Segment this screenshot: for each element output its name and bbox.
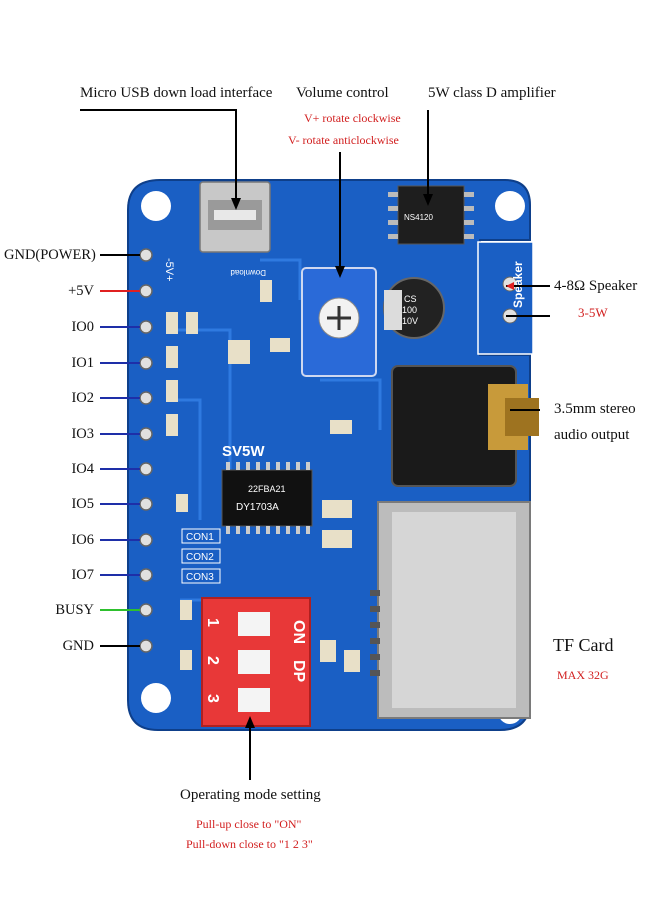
silk-download: Download: [230, 268, 266, 277]
silk-cap3: 10V: [402, 316, 418, 326]
silk-con1: CON1: [186, 532, 214, 543]
mode-note-2: Pull-down close to "1 2 3": [186, 837, 313, 851]
silk-con2: CON2: [186, 552, 214, 563]
usb-callout-label: Micro USB down load interface: [80, 85, 273, 101]
pin-label-io3: IO3: [71, 426, 94, 442]
mount-hole-bl: [141, 683, 171, 713]
silk-chip-code2: 22FBA21: [248, 484, 286, 494]
pin-label-io0: IO0: [71, 319, 94, 335]
dip-key-2: [238, 650, 270, 674]
callout-lines: [80, 109, 550, 780]
mount-hole-tr: [495, 191, 525, 221]
tf-card-max-label: MAX 32G: [557, 668, 609, 682]
silk-cap1: CS: [404, 294, 417, 304]
pin-label-io4: IO4: [71, 461, 94, 477]
callout-arrowheads: [231, 194, 433, 728]
pin-label-gnd-power: GND(POWER): [4, 247, 96, 263]
mode-note-1: Pull-up close to "ON": [196, 817, 302, 831]
amplifier-callout-label: 5W class D amplifier: [428, 85, 556, 101]
silk-dip-dp: DP: [290, 660, 307, 683]
speaker-terminal-area: [477, 241, 534, 355]
pin-wires: [100, 254, 140, 647]
silk-amp-code: NS4120: [404, 213, 433, 222]
mount-hole-tl: [141, 191, 171, 221]
tf-card-label: TF Card: [553, 635, 614, 655]
silk-cap2: 100: [402, 305, 417, 315]
mode-callout-label: Operating mode setting: [180, 787, 321, 803]
audio-callout-line2: audio output: [554, 427, 630, 443]
silk-dip-3: 3: [204, 694, 221, 703]
volume-note-1: V+ rotate clockwise: [304, 111, 401, 125]
pin-label-busy: BUSY: [55, 602, 94, 618]
silk-chip-name: SV5W: [222, 443, 265, 460]
silk-dip-on: ON: [290, 620, 307, 644]
pin-label-gnd: GND: [62, 638, 94, 654]
silk-chip-code1: DY1703A: [236, 502, 279, 513]
speaker-power-label: 3-5W: [578, 305, 608, 320]
silk-dip-2: 2: [204, 656, 221, 665]
pin-label-io7: IO7: [71, 567, 94, 583]
volume-note-2: V- rotate anticlockwise: [288, 133, 399, 147]
audio-callout-line1: 3.5mm stereo: [554, 401, 636, 417]
smd-components: [166, 280, 360, 672]
volume-callout-label: Volume control: [296, 85, 389, 101]
header-pins: [139, 248, 153, 653]
pin-label-io2: IO2: [71, 390, 94, 406]
dip-key-3: [238, 688, 270, 712]
silk-con3: CON3: [186, 572, 214, 583]
pin-label-io1: IO1: [71, 355, 94, 371]
pin-label-io6: IO6: [71, 532, 94, 548]
silk-power: -5V+: [163, 258, 175, 282]
silk-speaker: Speaker: [511, 261, 525, 308]
main-chip: [221, 469, 313, 527]
dip-key-1: [238, 612, 270, 636]
pin-label-5v: +5V: [68, 283, 94, 299]
speaker-callout-label: 4-8Ω Speaker: [554, 278, 638, 294]
silk-dip-1: 1: [204, 618, 221, 627]
pin-label-io5: IO5: [71, 496, 94, 512]
